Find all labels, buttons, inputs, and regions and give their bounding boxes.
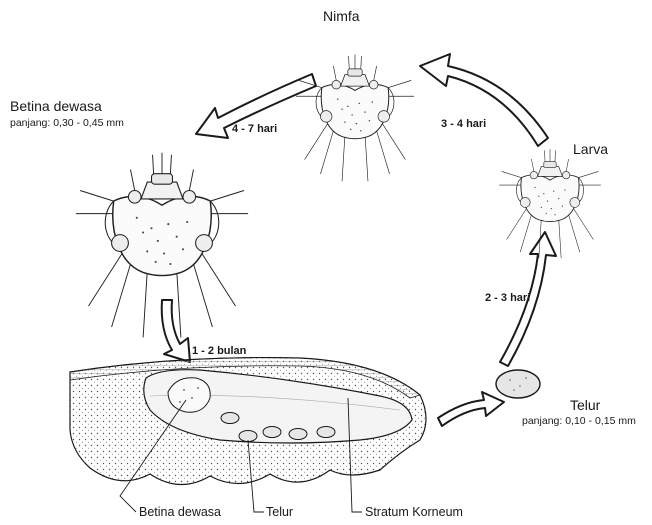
nymph-label: Nimfa [323,8,360,24]
adult-female-label: Betina dewasa [10,98,102,114]
stratum-corneum-label: Stratum Korneum [365,505,463,519]
egg-label: Telur [570,397,600,413]
duration-larva-to-nymph: 3 - 4 hari [441,118,486,130]
arrow-larva-to-nymph [420,54,548,146]
egg-size: panjang: 0,10 - 0,15 mm [522,415,636,427]
burrow-adult-label: Betina dewasa [139,505,221,519]
larva-label: Larva [573,141,608,157]
arrow-burrow-to-egg [438,392,504,426]
adult-female-size: panjang: 0,30 - 0,45 mm [10,117,124,129]
duration-nymph-to-adult: 4 - 7 hari [232,123,277,135]
skin-cross-section [70,358,426,485]
duration-adult-to-burrow: 1 - 2 bulan [192,345,246,357]
egg-illustration [496,370,540,398]
burrow-eggs-label: Telur [266,505,293,519]
duration-egg-to-larva: 2 - 3 hari [485,292,530,304]
nymph-mite-illustration [296,54,414,181]
arrow-adult-to-burrow [162,300,190,362]
